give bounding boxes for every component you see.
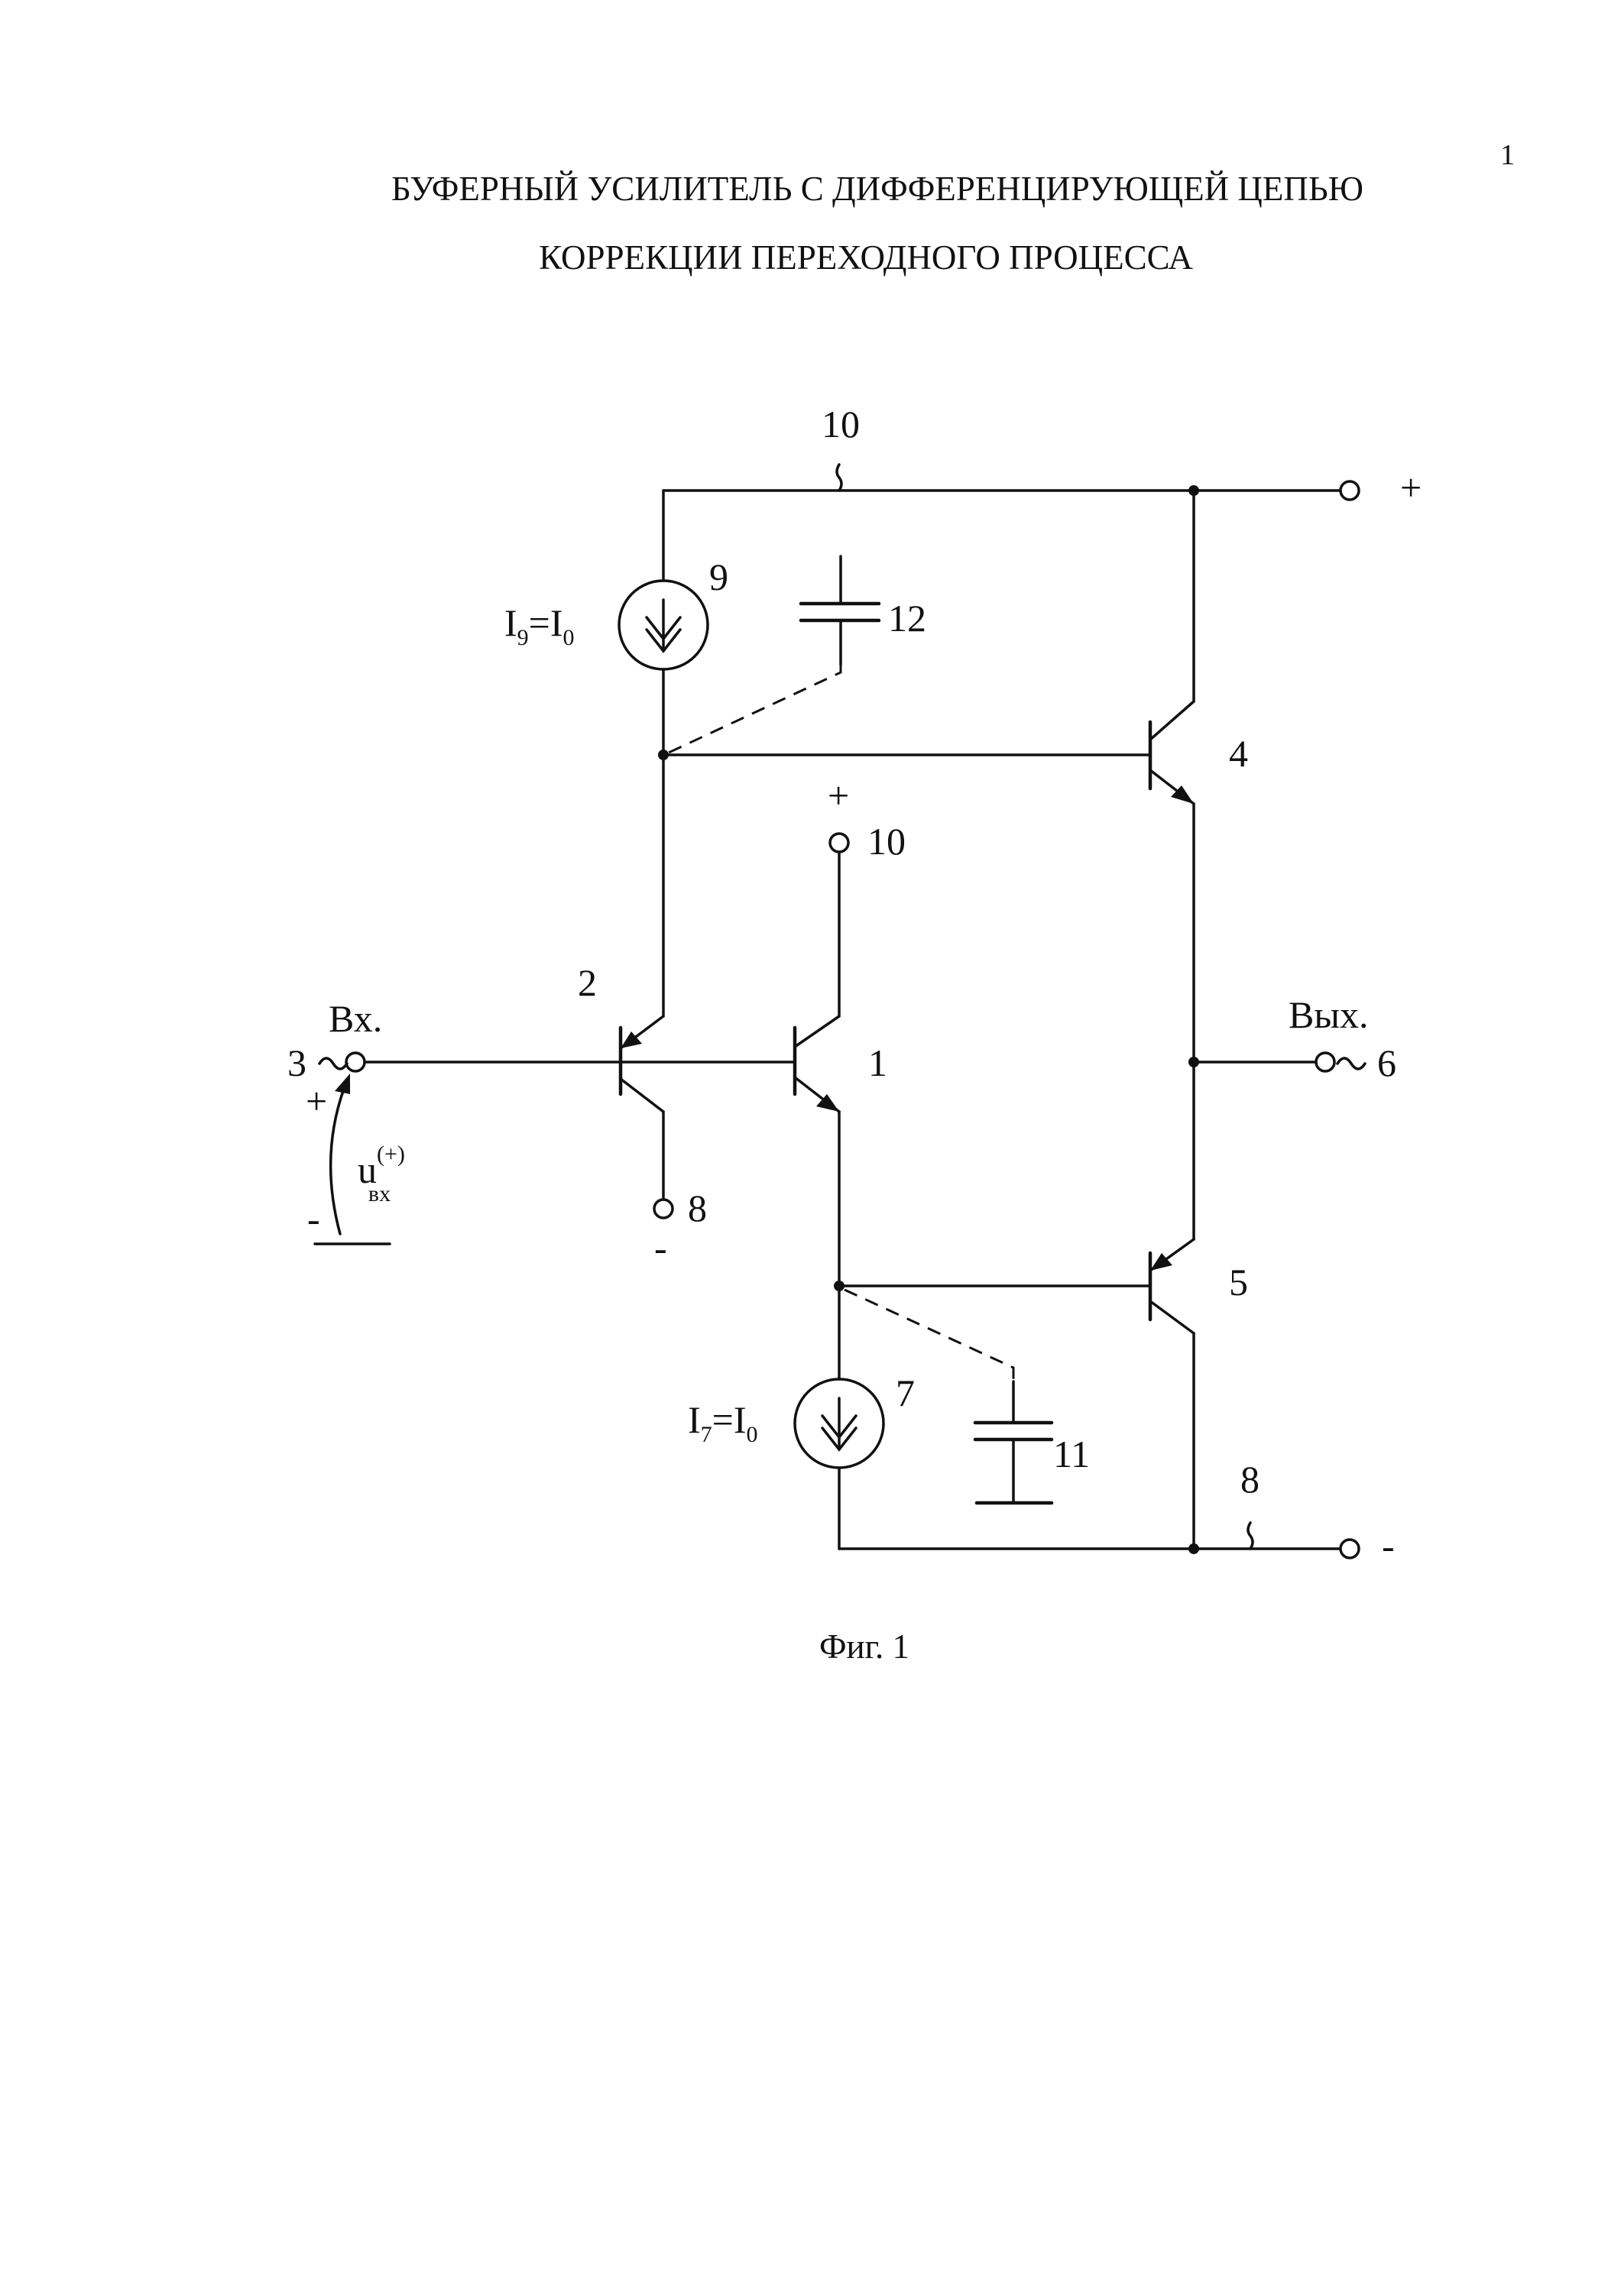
- title-line-2: КОРРЕКЦИИ ПЕРЕХОДНОГО ПРОЦЕССА: [539, 238, 1193, 277]
- q5-label: 5: [1229, 1261, 1248, 1303]
- transistor-q2: 2 8 -: [578, 753, 707, 1269]
- top-supply-terminal[interactable]: [1339, 480, 1360, 501]
- output-section: Вых. 6: [1188, 993, 1396, 1084]
- input-number: 3: [287, 1041, 306, 1084]
- top-bus-label: 10: [822, 403, 860, 445]
- figure-caption: Фиг. 1: [819, 1627, 909, 1666]
- bottom-bus-polarity: -: [1382, 1524, 1395, 1567]
- top-bus-polarity: +: [1400, 466, 1422, 509]
- q1-label: 1: [868, 1041, 887, 1084]
- input-voltage-symbol: u(+)вх: [358, 1142, 405, 1206]
- output-number: 6: [1377, 1041, 1396, 1084]
- mid-supply-terminal[interactable]: [828, 832, 850, 853]
- transistor-q4: 4: [1148, 489, 1248, 805]
- source-7-number: 7: [896, 1371, 915, 1414]
- q1-supply-terminal-group: + 10: [828, 774, 906, 1018]
- input-plus: +: [306, 1080, 327, 1122]
- bottom-bus-label: 8: [1240, 1458, 1260, 1501]
- input-section: Вх. 3 + u(+)вх -: [287, 997, 796, 1245]
- top-supply-bus: 10 +: [662, 403, 1422, 509]
- q2-label: 2: [578, 961, 597, 1004]
- q2-collector-terminal[interactable]: [653, 1198, 674, 1219]
- page-number: 1: [1500, 139, 1515, 171]
- capacitor-12: 12: [668, 555, 926, 754]
- q4-label: 4: [1229, 732, 1248, 775]
- mid-plus-sign: +: [828, 774, 849, 817]
- transistor-q1: 1: [793, 1015, 887, 1287]
- source-9-formula: I9=I0: [504, 601, 575, 650]
- capacitor-12-label: 12: [888, 597, 926, 640]
- title-line-1: БУФЕРНЫЙ УСИЛИТЕЛЬ С ДИФФЕРЕНЦИРУЮЩЕЙ ЦЕ…: [391, 170, 1363, 208]
- q2-collector-minus: -: [654, 1226, 667, 1269]
- bottom-supply-bus: 8 -: [838, 1458, 1395, 1567]
- source-7-formula: I7=I0: [688, 1398, 758, 1447]
- input-terminal[interactable]: [345, 1051, 366, 1073]
- capacitor-11: 11: [844, 1288, 1090, 1505]
- current-source-7: 7 I7=I0: [688, 1284, 915, 1550]
- output-terminal[interactable]: [1315, 1051, 1336, 1073]
- source-9-number: 9: [709, 555, 728, 598]
- bottom-supply-terminal[interactable]: [1339, 1538, 1360, 1559]
- input-label: Вх.: [329, 997, 382, 1040]
- transistor-q5: 5: [1148, 1238, 1248, 1550]
- capacitor-11-label: 11: [1053, 1433, 1090, 1475]
- current-source-9: 9 I9=I0: [504, 489, 728, 756]
- mid-supply-label: 10: [867, 820, 906, 863]
- output-label: Вых.: [1289, 993, 1368, 1036]
- q2-collector-number: 8: [688, 1187, 707, 1229]
- input-minus: -: [307, 1197, 320, 1240]
